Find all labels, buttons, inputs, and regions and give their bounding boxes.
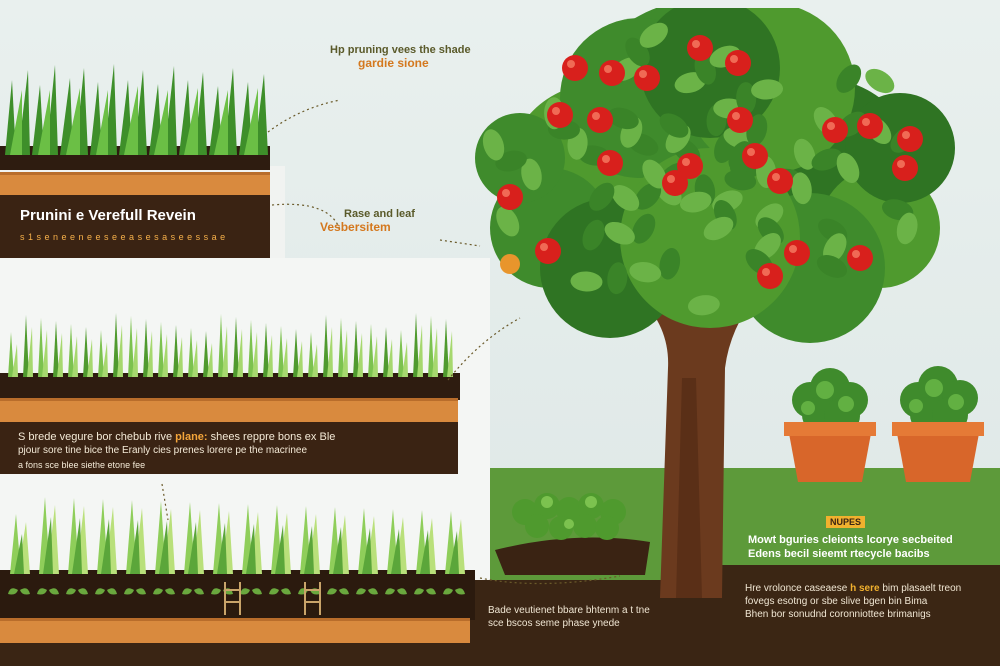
tier2-text-line1: S brede vegure bor chebub rive plane: sh… (18, 430, 440, 444)
tier2-info-panel: S brede vegure bor chebub rive plane: sh… (0, 422, 458, 474)
callout-mid-line1: Rase and leaf (344, 208, 415, 220)
callout-mid: Rase and leaf Vesbersitem (320, 208, 470, 234)
shrub-bed-illustration (495, 493, 650, 575)
potted-herb-right (892, 366, 984, 482)
tier2-line1-a: S brede vegure bor chebub rive (18, 431, 173, 443)
bottom-right-line1-highlight: h sere (850, 583, 880, 594)
tier3-text-line1: Bade veutienet bbare bhtenm a t tne (488, 605, 650, 616)
tier2-text-line2: pjour sore tine bice the Eranly cies pre… (18, 445, 308, 456)
tier2-line1-b: shees reppre bons ex Ble (210, 431, 336, 443)
tier3-seedlings-illustration (0, 497, 475, 620)
lawn-info: NUPES Mowt bguries cleionts lcorye secbe… (748, 512, 988, 561)
tier1-title: Prunini e Verefull Revein (20, 207, 196, 224)
callout-top-line1: Hp pruning vees the shade (330, 44, 471, 56)
bottom-right-line1-a: Hre vrolonce caseaese (745, 583, 848, 594)
tier2-text-line3: a fons sce blee siethe etone fee (18, 460, 146, 470)
bottom-right-line3: Bhen bor sonudnd coronniottee brimanigs (745, 609, 931, 620)
tier1-info-panel: Prunini e Verefull Revein s 1 s e n e e … (0, 195, 270, 258)
fruit-tree-illustration (475, 8, 955, 598)
ground-soil-right (720, 565, 1000, 666)
lawn-line2: Edens becil sieemt rtecycle bacibs (748, 548, 930, 560)
callout-top-line2: gardie sione (358, 56, 429, 70)
lawn-line1: Mowt bguries cleionts lcorye secbeited (748, 534, 953, 546)
callout-mid-line2: Vesbersitem (320, 220, 391, 234)
tier3-text-line2: sce bscos seme phase ynede (488, 618, 620, 629)
bottom-right-line1: Hre vrolonce caseaese h sere bim plasael… (745, 582, 990, 595)
lawn-tag: NUPES (826, 516, 866, 528)
tier3-planter-board (0, 618, 470, 643)
tier1-planter-board (0, 172, 270, 195)
callout-top: Hp pruning vees the shade gardie sione (330, 44, 530, 70)
tier2-seedlings-illustration (0, 313, 460, 400)
tier2-line1-highlight: plane: (175, 431, 208, 443)
tier1-grass-illustration (0, 64, 270, 170)
tier3-info: Bade veutienet bbare bhtenm a t tne sce … (488, 604, 728, 630)
bottom-right-info: Hre vrolonce caseaese h sere bim plasael… (745, 582, 990, 621)
bottom-right-line2: fovegs esotng or sbe slive bgen bin Bima (745, 596, 928, 607)
tier2-planter-board (0, 398, 458, 423)
tier1-subtitle: s 1 s e n e e n e e s e e a s e s a s e … (20, 232, 226, 242)
bottom-right-line1-b: bim plasaelt treon (882, 583, 962, 594)
potted-herb-left (784, 368, 876, 482)
